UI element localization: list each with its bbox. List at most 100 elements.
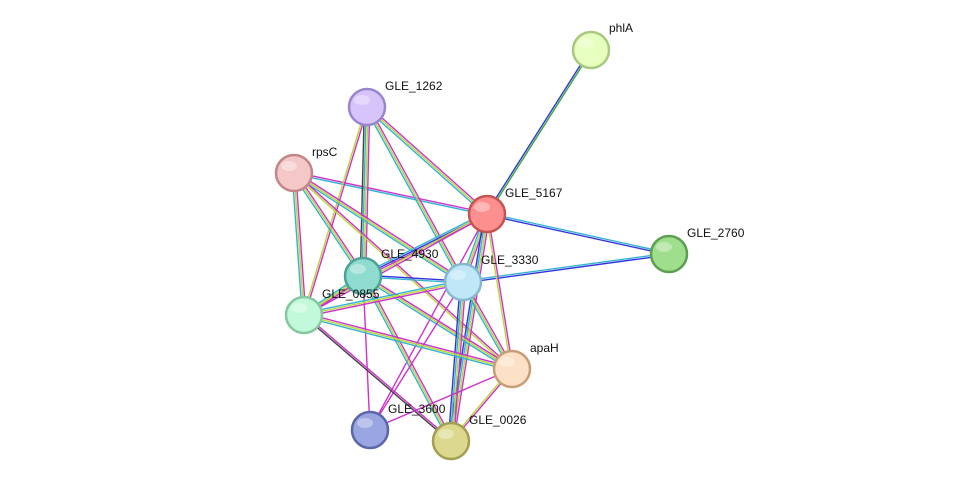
node-circle[interactable] <box>492 349 532 389</box>
edge-line-cyan <box>360 276 451 443</box>
edge-line-cyan <box>292 173 463 285</box>
node-GLE_0855[interactable]: GLE_0855 <box>284 287 380 335</box>
node-circle[interactable] <box>443 262 483 302</box>
edge-line-yellowgreen <box>451 214 489 442</box>
edge-line-magenta <box>304 283 464 318</box>
node-GLE_1262[interactable]: GLE_1262 <box>347 79 443 127</box>
edge-GLE_5167-GLE_2760[interactable] <box>486 212 670 256</box>
node-apaH[interactable]: apaH <box>492 341 559 389</box>
node-rpsC[interactable]: rpsC <box>274 145 338 193</box>
edge-line-cyan <box>361 211 487 276</box>
edge-line-magenta <box>294 171 488 214</box>
edge-line-magenta <box>294 171 514 369</box>
node-circle[interactable] <box>284 295 324 335</box>
node-phlA[interactable]: phlA <box>571 21 633 70</box>
edge-rpsC-GLE_5167[interactable] <box>293 171 488 216</box>
edge-rpsC-GLE_3330[interactable] <box>292 170 465 285</box>
edges-layer <box>291 49 670 443</box>
edge-line-magenta <box>294 170 465 282</box>
node-GLE_3330[interactable]: GLE_3330 <box>443 253 539 302</box>
edge-phlA-GLE_5167[interactable] <box>485 49 593 215</box>
edge-line-magenta <box>363 274 454 441</box>
node-GLE_4930[interactable]: GLE_4930 <box>343 247 439 296</box>
edge-GLE_0855-apaH[interactable] <box>303 312 513 372</box>
edge-line-cyan <box>365 107 487 216</box>
edge-line-magenta <box>364 107 371 277</box>
edge-GLE_1262-GLE_5167[interactable] <box>365 105 489 216</box>
node-circle[interactable] <box>350 410 390 450</box>
node-label: GLE_0855 <box>322 287 380 301</box>
node-circle[interactable] <box>649 234 689 274</box>
node-GLE_5167[interactable]: GLE_5167 <box>467 186 563 234</box>
edge-line-magenta <box>304 313 453 441</box>
node-GLE_2760[interactable]: GLE_2760 <box>649 226 745 274</box>
edge-line-cyan <box>291 173 363 278</box>
edge-GLE_0855-GLE_0026[interactable] <box>302 313 453 443</box>
edge-line-yellowgreen <box>303 281 464 316</box>
edge-line-yellowgreen <box>363 107 369 277</box>
node-highlight <box>656 242 672 252</box>
edge-line-magenta <box>362 275 371 431</box>
node-highlight <box>499 357 515 367</box>
edge-line-magenta <box>294 171 366 276</box>
node-circle[interactable] <box>571 30 611 70</box>
edge-GLE_3330-GLE_0855[interactable] <box>303 279 464 318</box>
edge-line-blue <box>463 254 670 284</box>
edge-GLE_4930-GLE_0026[interactable] <box>360 274 454 443</box>
edge-line-yellowgreen <box>293 172 305 316</box>
node-highlight <box>474 202 490 212</box>
node-highlight <box>578 38 594 48</box>
edge-line-black <box>302 315 451 443</box>
node-circle[interactable] <box>431 421 471 461</box>
edge-line-yellowgreen <box>303 314 513 370</box>
edge-rpsC-apaH[interactable] <box>292 171 514 371</box>
edge-line-yellowgreen <box>293 172 364 277</box>
edge-GLE_3330-GLE_3600[interactable] <box>369 281 464 431</box>
edge-line-green <box>487 50 593 215</box>
node-circle[interactable] <box>347 87 387 127</box>
edge-GLE_3330-GLE_2760[interactable] <box>462 252 670 284</box>
edge-rpsC-GLE_4930[interactable] <box>291 171 366 278</box>
edge-line-yellowgreen <box>451 282 465 442</box>
node-highlight <box>357 418 373 428</box>
node-GLE_3600[interactable]: GLE_3600 <box>350 402 446 450</box>
node-circle[interactable] <box>467 194 507 234</box>
edge-line-magenta <box>367 105 489 214</box>
edge-line-blue <box>447 281 462 441</box>
edge-apaH-GLE_3600[interactable] <box>369 368 513 431</box>
edge-GLE_1262-GLE_4930[interactable] <box>359 106 371 277</box>
node-circle[interactable] <box>343 256 383 296</box>
edge-line-magenta <box>295 172 307 315</box>
node-label: GLE_3600 <box>388 402 446 416</box>
edge-line-magenta <box>369 213 488 431</box>
edge-line-magenta <box>452 282 467 442</box>
edge-line-cyan <box>462 252 669 282</box>
edge-rpsC-GLE_0855[interactable] <box>291 172 307 316</box>
edge-line-cyan <box>291 173 303 316</box>
edge-GLE_5167-apaH[interactable] <box>485 213 514 370</box>
edge-line-magenta <box>304 312 513 368</box>
node-label: GLE_5167 <box>505 186 563 200</box>
edge-GLE_5167-GLE_3600[interactable] <box>369 213 488 431</box>
edge-line-magenta <box>452 214 491 442</box>
edge-line-cyan <box>487 212 670 254</box>
edge-line-magenta <box>304 107 369 316</box>
node-label: GLE_4930 <box>381 247 439 261</box>
edge-line-cyan <box>293 173 487 216</box>
edge-line-magenta <box>369 368 513 431</box>
node-label: GLE_2760 <box>687 226 745 240</box>
edge-line-magenta <box>369 281 464 431</box>
node-highlight <box>281 161 297 171</box>
node-label: rpsC <box>312 145 338 159</box>
edge-line-magenta <box>304 214 488 317</box>
node-GLE_0026[interactable]: GLE_0026 <box>431 413 527 461</box>
nodes-layer: phlA GLE_1262 rpsC GLE_5167GLE_2760GLE_4930… <box>274 21 745 461</box>
edge-GLE_1262-GLE_3330[interactable] <box>364 105 466 284</box>
edge-line-cyan <box>303 279 463 314</box>
edge-GLE_3330-GLE_0026[interactable] <box>447 281 467 442</box>
edge-line-yellowgreen <box>485 214 512 370</box>
node-circle[interactable] <box>274 153 314 193</box>
edge-line-yellowgreen <box>293 172 464 283</box>
edge-GLE_4930-GLE_3600[interactable] <box>362 275 371 431</box>
